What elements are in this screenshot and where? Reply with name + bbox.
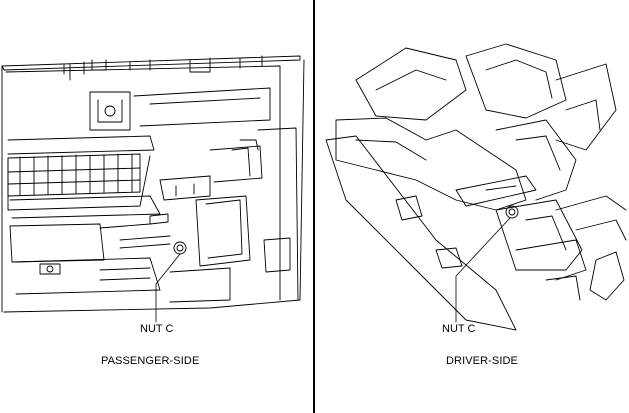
grille: [7, 153, 141, 197]
driver-side-illustration: [325, 43, 627, 331]
nut-c-callout: NUT C: [442, 323, 476, 335]
passenger-side-caption: PASSENGER-SIDE: [101, 355, 200, 367]
passenger-side-illustration: [1, 55, 305, 323]
driver-side-panel: NUT C DRIVER-SIDE: [316, 0, 629, 413]
nut-c-callout: NUT C: [140, 323, 174, 335]
passenger-side-panel: NUT C PASSENGER-SIDE: [0, 0, 312, 413]
driver-side-caption: DRIVER-SIDE: [446, 355, 518, 367]
panel-divider: [313, 0, 315, 413]
